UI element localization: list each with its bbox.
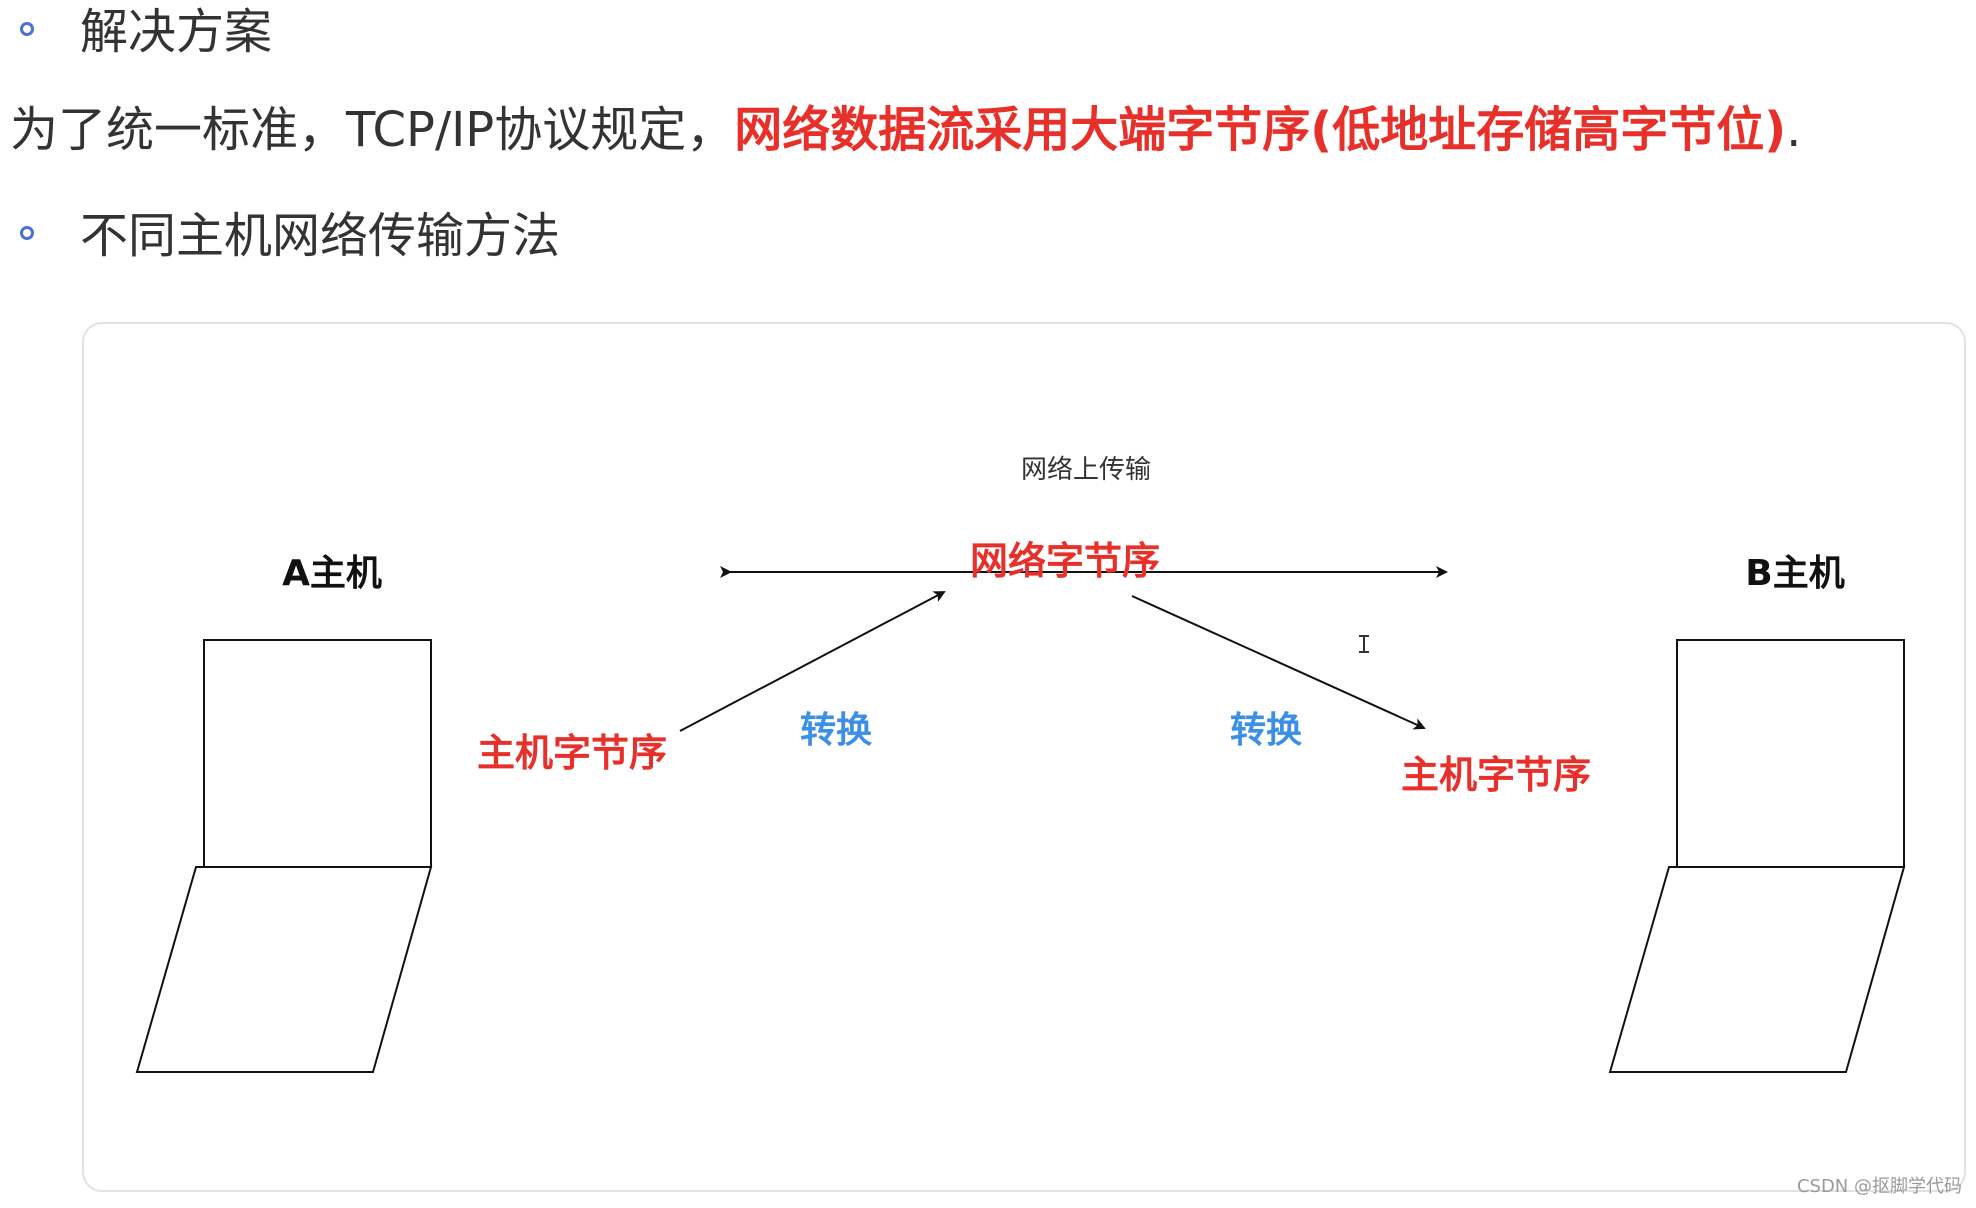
host-a-label: A主机 bbox=[282, 553, 382, 594]
host-a-laptop-icon bbox=[135, 639, 433, 1073]
host-b-label: B主机 bbox=[1745, 553, 1844, 594]
convert-label-right: 转换 bbox=[1230, 710, 1302, 751]
rule-text-highlight: 网络数据流采用大端字节序(低地址存储高字节位) bbox=[734, 102, 1787, 158]
network-transfer-label: 网络上传输 bbox=[1021, 455, 1151, 485]
host-byte-order-right: 主机字节序 bbox=[1401, 753, 1591, 797]
rule-text-prefix: 为了统一标准，TCP/IP协议规定， bbox=[10, 102, 735, 158]
section-heading-method: 不同主机网络传输方法 bbox=[80, 208, 561, 264]
rule-text-suffix: . bbox=[1786, 102, 1802, 158]
text-cursor-icon bbox=[1359, 635, 1369, 653]
convert-label-left: 转换 bbox=[800, 710, 872, 751]
host-b-laptop-icon bbox=[1608, 639, 1906, 1073]
rule-paragraph: 为了统一标准，TCP/IP协议规定，网络数据流采用大端字节序(低地址存储高字节位… bbox=[10, 106, 1801, 154]
bullet-icon bbox=[20, 226, 34, 240]
watermark: CSDN @抠脚学代码 bbox=[1796, 1176, 1962, 1197]
bullet-icon bbox=[20, 22, 34, 36]
section-heading-solution: 解决方案 bbox=[80, 4, 273, 60]
convert-arrow-left bbox=[679, 591, 946, 732]
host-byte-order-left: 主机字节序 bbox=[477, 731, 667, 775]
convert-arrow-right bbox=[1131, 595, 1426, 730]
network-byte-order-label: 网络字节序 bbox=[970, 539, 1160, 583]
